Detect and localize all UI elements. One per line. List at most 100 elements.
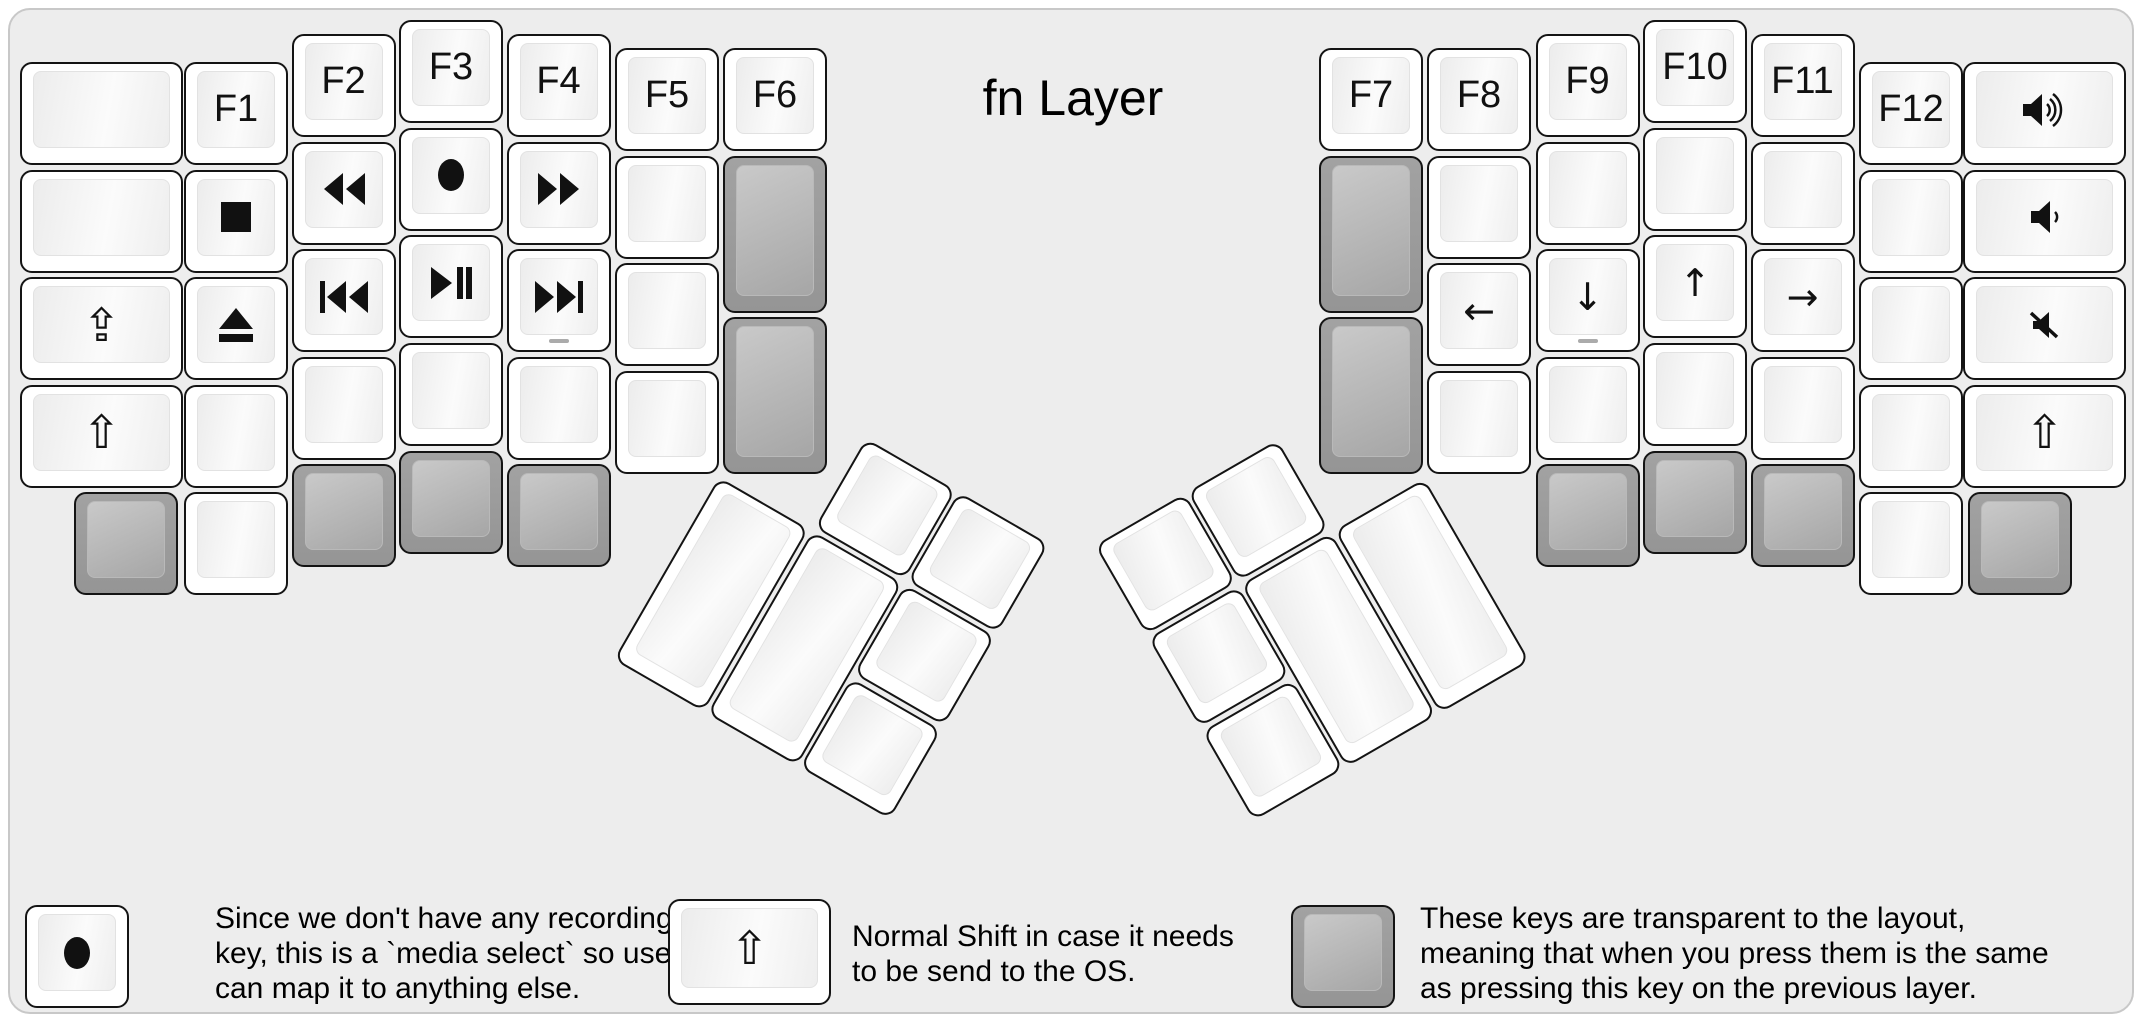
key-blank[interactable]	[1859, 492, 1963, 595]
key-arrow-left-glyph: ←	[1463, 288, 1495, 333]
keytop	[1981, 501, 2059, 578]
key-eject[interactable]	[184, 277, 288, 380]
key-transparent[interactable]	[1319, 317, 1423, 474]
key-label: F2	[321, 60, 366, 102]
fast-forward-icon	[537, 173, 581, 205]
key-caps-lock[interactable]: ⇪	[20, 277, 183, 380]
key-f4[interactable]: F4	[506, 34, 611, 137]
key-label: F4	[536, 60, 581, 102]
legend-shift-key-glyph: ⇧	[730, 921, 769, 975]
key-blank[interactable]	[615, 370, 719, 474]
key-blank[interactable]	[1859, 384, 1963, 488]
key-record[interactable]	[399, 127, 503, 231]
keytop	[628, 379, 706, 457]
keytop	[304, 258, 383, 335]
keytop: →	[1763, 258, 1842, 335]
key-arrow-down[interactable]: ↓	[1535, 249, 1640, 352]
key-f8[interactable]: F8	[1427, 48, 1531, 151]
key-blank[interactable]	[291, 356, 396, 460]
layer-title: fn Layer	[982, 70, 1164, 126]
key-transparent[interactable]	[1643, 450, 1747, 554]
key-mute[interactable]	[1963, 277, 2126, 380]
key-blank[interactable]	[1750, 141, 1855, 245]
keytop	[519, 365, 598, 443]
key-blank[interactable]	[1750, 356, 1855, 460]
key-arrow-right[interactable]: →	[1750, 249, 1855, 352]
key-transparent[interactable]	[506, 464, 611, 567]
keytop	[304, 365, 383, 443]
key-prev-track[interactable]	[291, 249, 396, 352]
key-next-track[interactable]	[506, 249, 611, 352]
keytop	[1872, 501, 1950, 578]
keytop: F12	[1872, 71, 1950, 148]
key-arrow-left[interactable]: ←	[1427, 263, 1531, 366]
keytop	[1109, 507, 1216, 614]
key-transparent[interactable]	[74, 492, 178, 595]
key-transparent[interactable]	[1319, 155, 1423, 313]
legend-shift-text: Normal Shift in case it needs to be send…	[852, 920, 1234, 988]
legend-record-key-holder	[25, 905, 129, 1008]
key-label: F6	[752, 74, 798, 116]
key-blank[interactable]	[1859, 277, 1963, 380]
key-transparent[interactable]	[399, 450, 503, 554]
key-blank[interactable]	[1427, 370, 1531, 474]
key-blank[interactable]	[1859, 169, 1963, 273]
key-fast-forward[interactable]	[506, 141, 611, 245]
key-arrow-right-glyph: →	[1786, 274, 1819, 319]
key-transparent[interactable]	[1968, 492, 2072, 595]
key-f10[interactable]: F10	[1643, 20, 1747, 123]
eject-icon	[216, 307, 256, 343]
key-blank[interactable]	[184, 492, 288, 595]
key-f11[interactable]: F11	[1750, 34, 1855, 137]
key-transparent[interactable]	[291, 464, 396, 567]
key-blank[interactable]	[1643, 127, 1747, 231]
key-blank[interactable]	[1535, 356, 1640, 460]
keytop	[628, 272, 706, 349]
keytop: ↑	[1656, 244, 1734, 321]
keytop	[1763, 365, 1842, 443]
key-transparent[interactable]	[1750, 464, 1855, 567]
key-f5[interactable]: F5	[615, 48, 719, 151]
key-shift-left[interactable]: ⇧	[20, 384, 183, 488]
key-rewind[interactable]	[291, 141, 396, 245]
keytop	[304, 473, 383, 550]
key-volume-up[interactable]	[1963, 62, 2126, 165]
legend-transparent-key-holder	[1291, 905, 1395, 1008]
key-blank[interactable]	[615, 263, 719, 366]
key-blank[interactable]	[506, 356, 611, 460]
key-stop[interactable]	[184, 169, 288, 273]
legend-transparent-key	[1291, 905, 1395, 1008]
keytop: ↓	[1548, 258, 1627, 335]
volume-up-icon	[2019, 90, 2071, 130]
key-f7[interactable]: F7	[1319, 48, 1423, 151]
key-f9[interactable]: F9	[1535, 34, 1640, 137]
key-blank[interactable]	[20, 169, 183, 273]
keytop	[1163, 600, 1270, 707]
key-transparent[interactable]	[723, 155, 827, 313]
key-blank[interactable]	[1643, 342, 1747, 446]
key-f2[interactable]: F2	[291, 34, 396, 137]
key-f12[interactable]: F12	[1859, 62, 1963, 165]
key-blank[interactable]	[20, 62, 183, 165]
key-blank[interactable]	[615, 155, 719, 259]
keytop	[736, 164, 814, 296]
key-volume-down[interactable]	[1963, 169, 2126, 273]
key-blank[interactable]	[184, 384, 288, 488]
key-f3[interactable]: F3	[399, 20, 503, 123]
keytop	[1976, 71, 2113, 148]
legend-record-text: Since we don't have any recording key, t…	[215, 902, 682, 1005]
key-blank[interactable]	[399, 342, 503, 446]
key-shift-right[interactable]: ⇧	[1963, 384, 2126, 488]
key-play-pause[interactable]	[399, 235, 503, 338]
key-f1[interactable]: F1	[184, 62, 288, 165]
key-transparent[interactable]	[1535, 464, 1640, 567]
keytop	[1440, 379, 1518, 457]
key-blank[interactable]	[1427, 155, 1531, 259]
rewind-icon	[322, 173, 366, 205]
key-shift-right-glyph: ⇧	[2025, 405, 2064, 459]
key-blank[interactable]	[1535, 141, 1640, 245]
key-f6[interactable]: F6	[723, 48, 827, 151]
key-arrow-up[interactable]: ↑	[1643, 235, 1747, 338]
key-transparent[interactable]	[723, 317, 827, 474]
keytop	[197, 286, 275, 363]
